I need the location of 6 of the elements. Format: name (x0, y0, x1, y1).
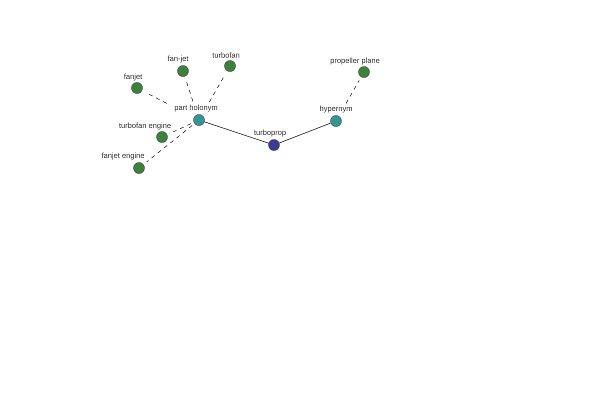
connector-line (279, 122, 331, 144)
connector-line (346, 80, 360, 104)
connector-line (204, 122, 269, 144)
connector-line (186, 80, 194, 102)
connector-line (146, 125, 192, 162)
connector-line (168, 123, 192, 134)
